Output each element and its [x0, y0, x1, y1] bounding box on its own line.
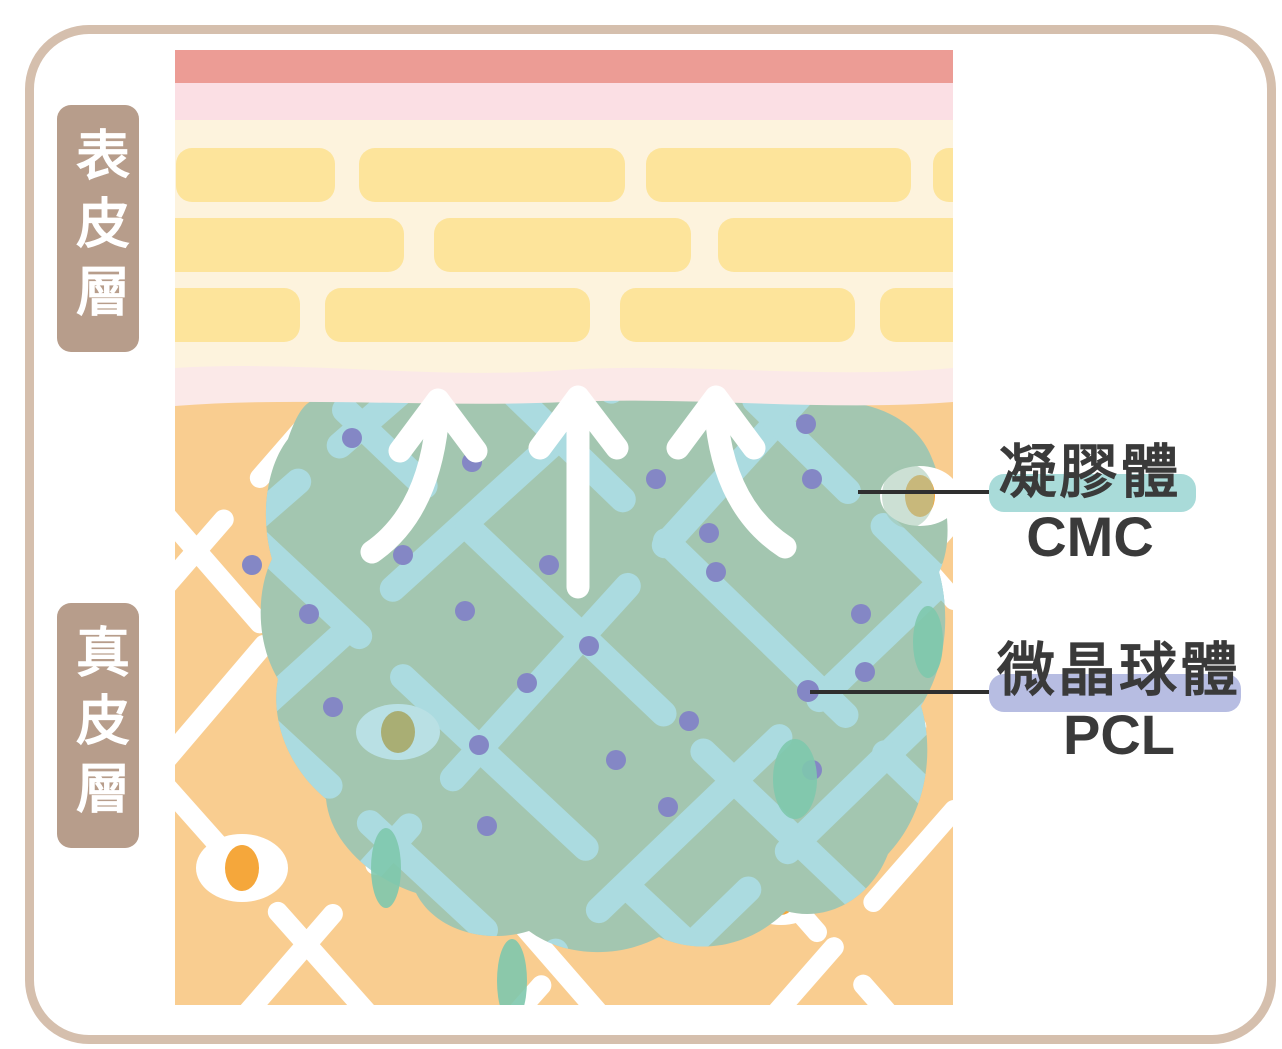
microsphere-dot	[469, 735, 489, 755]
pcl-label: 微晶球體	[996, 638, 1241, 703]
microsphere-dot	[706, 562, 726, 582]
microsphere-dots	[242, 414, 875, 836]
cmc-callout-line	[858, 490, 990, 494]
microsphere-dot	[579, 636, 599, 656]
pcl-annotation: 微晶球體 PCL	[959, 638, 1279, 766]
microsphere-dot	[796, 414, 816, 434]
skin-surface-layer	[175, 50, 953, 83]
fibroblast-oval	[497, 939, 527, 1005]
microsphere-dot	[393, 545, 413, 565]
microsphere-dot	[242, 555, 262, 575]
microsphere-dot	[646, 469, 666, 489]
pcl-highlight	[989, 674, 1241, 712]
microsphere-dot	[539, 555, 559, 575]
microsphere-dot	[699, 523, 719, 543]
epidermis-label: 表皮層	[57, 105, 139, 352]
microsphere-dot	[802, 469, 822, 489]
cmc-label: 凝膠體	[998, 440, 1182, 505]
microsphere-dot	[299, 604, 319, 624]
epidermis-cell-bricks	[175, 148, 953, 342]
microsphere-dot	[477, 816, 497, 836]
microsphere-dot	[855, 662, 875, 682]
microsphere-dot	[606, 750, 626, 770]
fibroblast-oval	[371, 828, 401, 908]
microsphere-dot	[679, 711, 699, 731]
up-arrow-icon	[666, 385, 797, 559]
microsphere-dot	[517, 673, 537, 693]
microsphere-dot	[342, 428, 362, 448]
dermis-cell-at-gel-edge	[880, 464, 953, 528]
skin-illustration	[175, 50, 953, 1005]
microsphere-callout-dot	[797, 680, 819, 702]
up-arrow-icon	[528, 385, 629, 599]
cmc-annotation: 凝膠體 CMC	[965, 440, 1215, 568]
pcl-callout-line	[810, 690, 990, 694]
pcl-abbr: PCL	[1063, 703, 1175, 766]
basement-membrane-band	[175, 366, 953, 406]
dermis-cell-inside-gel	[356, 704, 440, 760]
dermis-label: 真皮層	[57, 603, 139, 848]
up-arrow-icon	[360, 388, 488, 564]
microsphere-dot	[658, 797, 678, 817]
microsphere-dot	[323, 697, 343, 717]
fibroblast-oval	[773, 739, 817, 819]
microsphere-dot	[455, 601, 475, 621]
microsphere-dot	[851, 604, 871, 624]
cmc-highlight	[989, 474, 1196, 512]
upper-pink-layer	[175, 83, 953, 120]
cmc-abbr: CMC	[1026, 505, 1154, 568]
dermis-cell	[196, 834, 288, 902]
fibroblast-oval	[913, 606, 943, 678]
